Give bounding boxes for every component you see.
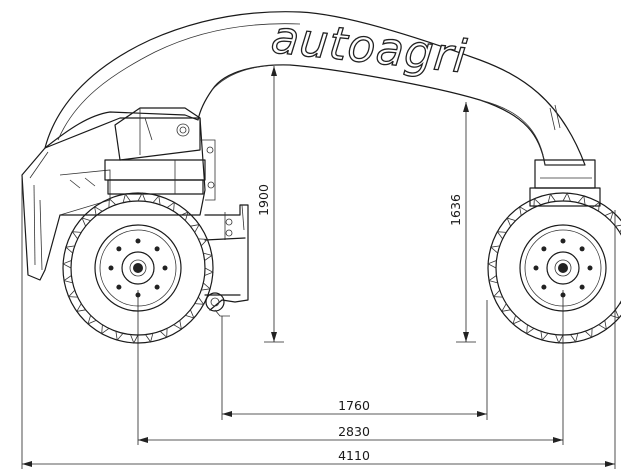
tread-block xyxy=(108,197,117,208)
dimension-label-1636: 1636 xyxy=(448,194,463,226)
rim-bolt xyxy=(154,284,160,290)
tread-block xyxy=(94,206,103,216)
rim-bolt xyxy=(116,246,122,252)
front-hitch xyxy=(204,204,249,317)
rim-bolt xyxy=(162,265,168,271)
tread-block xyxy=(487,260,497,269)
dimension-label-1900: 1900 xyxy=(256,184,271,216)
rim-bolt xyxy=(541,284,547,290)
tread-block xyxy=(166,201,175,212)
brand-logo: autoagri xyxy=(268,10,470,85)
tread-block xyxy=(76,303,86,312)
tread-block xyxy=(204,267,214,276)
tread-block xyxy=(604,211,614,221)
rim-bolt xyxy=(560,238,566,244)
tread-block xyxy=(562,192,571,202)
tread-block xyxy=(519,206,528,216)
tread-block xyxy=(201,282,212,291)
tread-block xyxy=(152,194,161,205)
front-housing xyxy=(21,107,216,281)
tread-block xyxy=(501,303,511,312)
tread-block xyxy=(496,231,507,240)
rim-bolt xyxy=(587,265,593,271)
tread-block xyxy=(610,309,620,319)
rim-bolt xyxy=(116,284,122,290)
tread-block xyxy=(598,320,607,330)
tread-block xyxy=(198,238,209,247)
tread-block xyxy=(492,289,503,298)
tread-block xyxy=(194,296,205,305)
rear-wheel xyxy=(487,192,621,344)
tread-block xyxy=(137,192,146,202)
tread-block xyxy=(555,334,564,344)
rim-bolt xyxy=(579,284,585,290)
tread-block xyxy=(87,315,97,325)
brand-text: autoagri xyxy=(269,10,470,83)
tread-block xyxy=(67,289,78,298)
tread-block xyxy=(64,245,75,254)
tread-block xyxy=(547,193,556,203)
dimension-lines xyxy=(21,66,616,469)
tread-block xyxy=(101,324,110,335)
tread-block xyxy=(512,315,522,325)
tread-block xyxy=(185,309,195,319)
tread-block xyxy=(179,211,189,221)
rim-bolt xyxy=(541,246,547,252)
tread-block xyxy=(540,331,549,342)
tread-block xyxy=(584,328,593,339)
tread-block xyxy=(615,224,621,233)
dimension-label-4110: 4110 xyxy=(338,448,370,463)
arch-body xyxy=(44,11,586,166)
tread-block xyxy=(489,245,500,254)
tread-block xyxy=(577,194,586,205)
tread-block xyxy=(570,333,579,343)
rim-bolt xyxy=(579,246,585,252)
rim-bolt xyxy=(154,246,160,252)
rim-bolt xyxy=(135,238,141,244)
rim-bolt xyxy=(108,265,114,271)
rim-bolt xyxy=(533,265,539,271)
tread-block xyxy=(533,197,542,208)
tread-block xyxy=(203,252,213,261)
tread-block xyxy=(190,224,200,233)
tread-block xyxy=(122,193,131,203)
tread-block xyxy=(63,275,73,284)
tread-block xyxy=(173,320,182,330)
tread-block xyxy=(62,260,72,269)
tread-block xyxy=(591,201,600,212)
tread-block xyxy=(159,328,168,339)
tread-block xyxy=(130,334,139,344)
tread-block xyxy=(71,231,82,240)
dimension-label-2830: 2830 xyxy=(338,424,370,439)
tread-block xyxy=(145,333,154,343)
tread-block xyxy=(115,331,124,342)
tread-block xyxy=(526,324,535,335)
tread-block xyxy=(506,217,516,227)
tread-block xyxy=(81,217,91,227)
tread-block xyxy=(488,275,498,284)
rear-pod xyxy=(529,159,601,207)
dimension-label-1760: 1760 xyxy=(338,398,370,413)
